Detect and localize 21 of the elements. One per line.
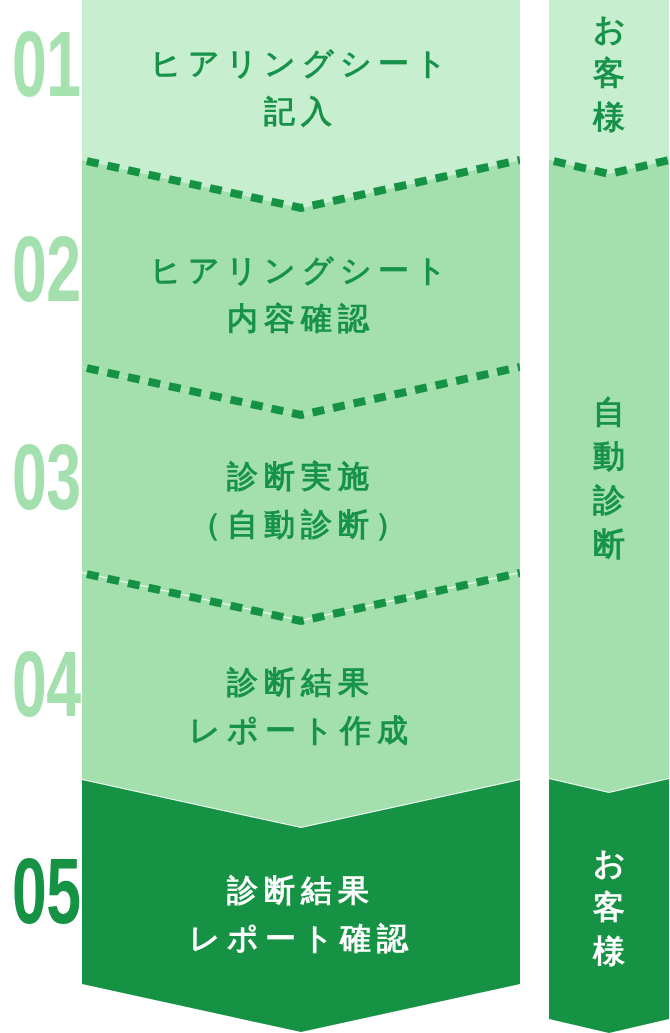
step-text: 診断結果レポート作成 — [187, 664, 415, 750]
chevron-band — [549, 779, 669, 1033]
step-text: 診断実施（自動診断） — [189, 458, 413, 544]
column-label: 自動診断 — [593, 393, 625, 564]
step-number: 02 — [11, 235, 80, 303]
chevron-band — [82, 160, 520, 415]
step-text: ヒアリングシート記入 — [148, 45, 454, 131]
chevron-band — [82, 367, 520, 620]
step-number: 01 — [11, 30, 80, 98]
column-label: お客様 — [593, 10, 625, 137]
chevron-band — [549, 160, 669, 792]
column-label: お客様 — [593, 844, 625, 971]
step-number: 05 — [11, 857, 80, 925]
step-number: 04 — [11, 650, 80, 718]
step-text: 診断結果レポート確認 — [187, 872, 415, 958]
chevron-band — [82, 0, 520, 208]
chevron-band — [549, 0, 669, 175]
chevron-band — [82, 780, 520, 1032]
step-number: 03 — [11, 443, 80, 511]
step-text: ヒアリングシート内容確認 — [148, 252, 454, 338]
chevron-band — [82, 573, 520, 827]
